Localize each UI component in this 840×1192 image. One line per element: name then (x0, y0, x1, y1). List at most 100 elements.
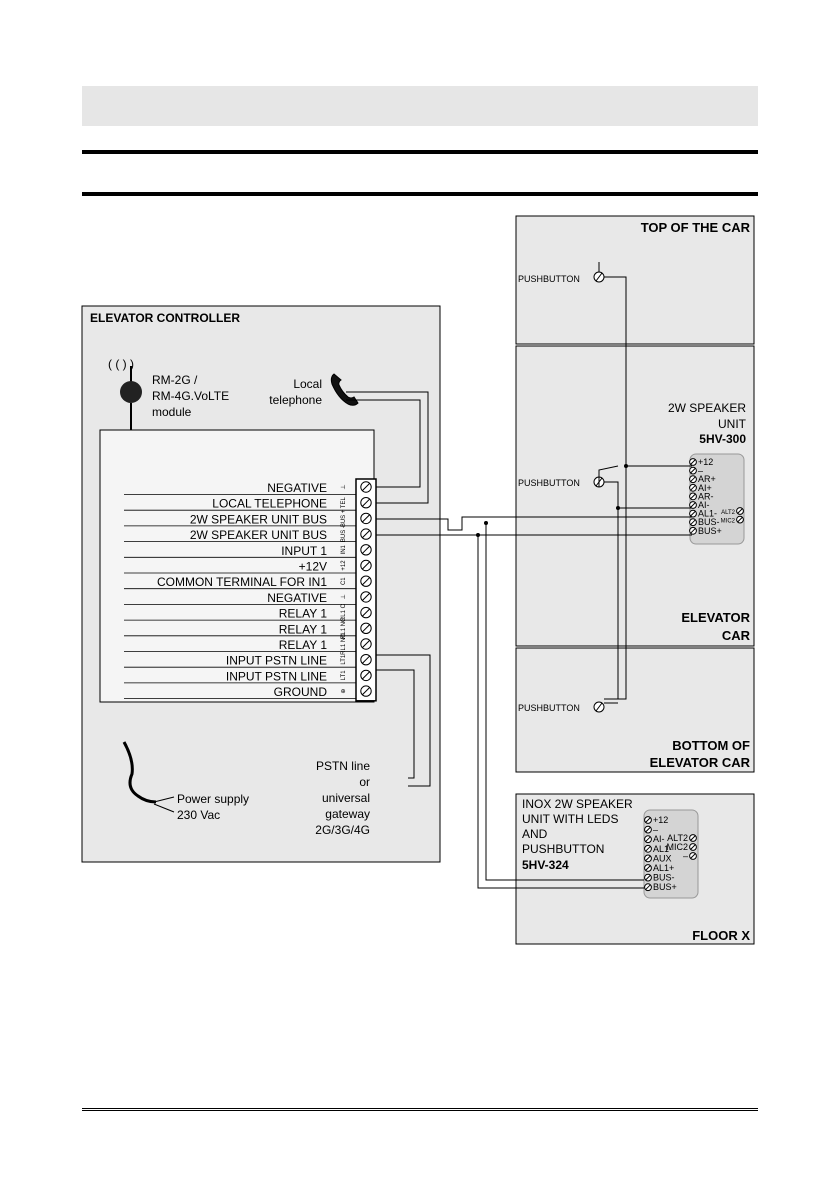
car-top-title: TOP OF THE CAR (641, 220, 751, 235)
terminal-label: INPUT PSTN LINE (226, 669, 327, 683)
terminal-code: RL1 C (341, 603, 347, 621)
footer-rule (82, 1108, 758, 1111)
screw-terminal-icon (736, 515, 744, 524)
terminal-label: INPUT 1 (281, 544, 327, 558)
pushbutton-icon (593, 271, 605, 283)
car-unit-label: 2W SPEAKER (668, 401, 746, 415)
pin-label: BUS+ (698, 526, 722, 536)
screw-terminal-icon (689, 492, 697, 501)
terminal-code: +12 (341, 560, 347, 571)
screw-terminal-icon (644, 873, 652, 882)
car-unit-model: 5HV-300 (699, 432, 746, 446)
screw-terminal-icon (644, 825, 652, 834)
terminal-code: BUS + (341, 509, 347, 527)
terminal-panel (99, 429, 375, 703)
car-bottom-box (515, 647, 755, 773)
pin-label: – (683, 851, 688, 861)
terminal-label: RELAY 1 (279, 622, 328, 636)
screw-terminal-icon (689, 509, 697, 518)
wires (346, 262, 692, 889)
screw-terminal-icon (689, 834, 697, 842)
screw-terminal-icon (644, 816, 652, 824)
pin-label: AL1+ (653, 863, 674, 873)
screw-terminal-icon (360, 638, 372, 650)
floor-box (515, 793, 755, 945)
pin-label: – (653, 825, 658, 835)
car-bottom-title: ELEVATOR CAR (650, 755, 751, 770)
terminal-code: RL1 NC (341, 617, 347, 639)
pin-label: ALT2 (721, 510, 736, 516)
car-speaker-unit (689, 453, 745, 545)
pin-label: AR- (698, 491, 714, 501)
pin-label: ALT2 (667, 833, 688, 843)
screw-terminal-icon (689, 483, 697, 492)
floor-unit-model: 5HV-324 (522, 858, 569, 872)
screw-terminal-icon (360, 669, 372, 682)
car-unit-label: UNIT (718, 417, 747, 431)
controller-title: ELEVATOR CONTROLLER (90, 311, 240, 325)
module-label: module (152, 405, 192, 419)
car-title: ELEVATOR (681, 610, 750, 625)
terminal-label: +12V (299, 560, 327, 574)
pstn-label: gateway (325, 807, 370, 821)
screw-terminal-icon (644, 864, 652, 872)
header-rule-bottom (82, 192, 758, 196)
screw-terminal-icon (689, 501, 697, 509)
screw-terminal-icon (360, 497, 372, 509)
pstn-label: or (359, 775, 370, 789)
terminal-label: RELAY 1 (279, 607, 328, 621)
floor-unit-label: PUSHBUTTON (522, 842, 604, 856)
floor-unit-label: INOX 2W SPEAKER (522, 797, 633, 811)
terminal-code: LT1 (341, 654, 347, 665)
terminal-code: C1 (341, 577, 347, 585)
car-top-box (515, 215, 755, 345)
terminal-code: IN1 (341, 544, 347, 554)
screw-terminal-icon (644, 835, 652, 844)
screw-terminal-icon (689, 526, 697, 535)
screw-terminal-icon (689, 466, 697, 475)
terminal-code: BUS - (341, 526, 347, 542)
terminal-label: 2W SPEAKER UNIT BUS (190, 528, 327, 542)
pushbutton-label: PUSHBUTTON (518, 274, 580, 284)
terminal-label: NEGATIVE (267, 591, 327, 605)
terminal-code: ⊥ (340, 484, 347, 489)
pin-label: – (698, 466, 703, 476)
screw-terminal-icon (689, 475, 697, 484)
screw-terminal-icon (689, 852, 697, 860)
pin-label: MIC2 (666, 842, 688, 852)
telephone-icon (330, 373, 359, 406)
screw-terminal-icon (360, 528, 372, 540)
pushbutton-label: PUSHBUTTON (518, 703, 580, 713)
screw-terminal-icon (360, 512, 372, 525)
screw-terminal-icon (736, 507, 744, 515)
screw-terminal-icon (689, 518, 697, 527)
screw-terminal-icon (644, 844, 652, 853)
screw-terminal-icon (360, 606, 372, 619)
pin-label: AL1- (653, 844, 672, 854)
terminal-code: TEL (341, 497, 347, 509)
screw-terminal-icon (360, 685, 372, 697)
terminal-label: COMMON TERMINAL FOR IN1 (157, 575, 327, 589)
terminal-label: RELAY 1 (279, 638, 328, 652)
pin-label: +12 (653, 815, 668, 825)
terminal-label: NEGATIVE (267, 481, 327, 495)
pin-label: +12 (698, 457, 713, 467)
floor-unit-label: UNIT WITH LEDS (522, 812, 618, 826)
telephone-label: Local (293, 377, 322, 391)
module-label: RM-4G.VoLTE (152, 389, 229, 403)
pin-label: AI- (698, 500, 710, 510)
screw-terminal-icon (360, 591, 372, 603)
terminal-code: ⊕ (341, 689, 347, 694)
terminal-label: 2W SPEAKER UNIT BUS (190, 512, 327, 526)
pin-label: AR+ (698, 474, 716, 484)
module-label: RM-2G / (152, 373, 198, 387)
terminal-label: GROUND (274, 685, 328, 699)
screw-terminal-icon (360, 654, 372, 666)
power-label: Power supply (177, 792, 249, 806)
pushbutton-icon (593, 701, 605, 713)
screw-terminal-icon (644, 883, 652, 892)
